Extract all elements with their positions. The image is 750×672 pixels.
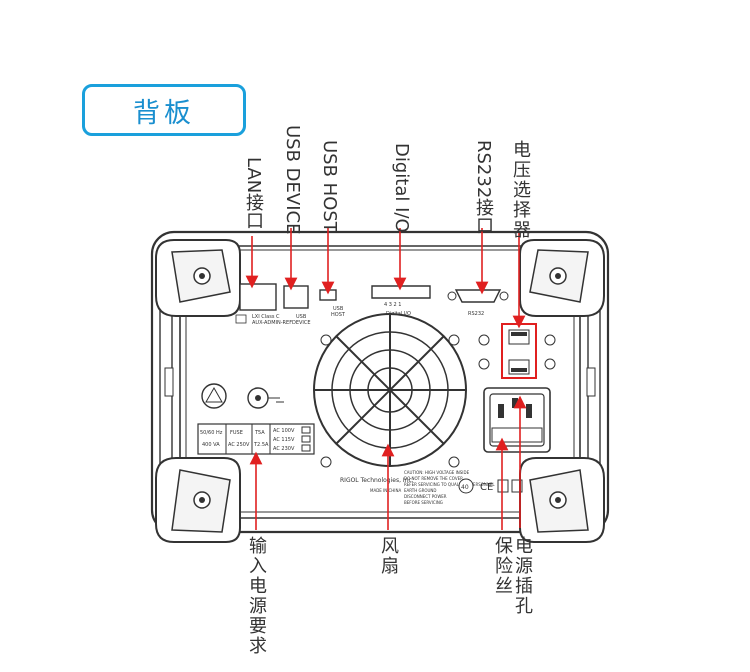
callout-input-power: 输入电源要求 <box>246 536 267 656</box>
fuse-rating-2: T2.5A <box>253 442 269 448</box>
usb-device-port <box>283 285 309 309</box>
callout-lan: LAN接口 <box>243 157 264 230</box>
usb-host-text-2: HOST <box>331 312 346 318</box>
fuse-label: FUSE <box>230 430 243 436</box>
bumper-bottom-right <box>519 457 605 543</box>
title-box: 背板 <box>82 84 246 136</box>
callout-fuse: 保险丝 <box>492 536 513 596</box>
rs232-port <box>454 289 502 303</box>
page-title: 背板 <box>133 97 195 129</box>
usb-host-port <box>319 289 337 301</box>
callout-power-socket: 电源插孔 <box>512 536 533 616</box>
ac-230: AC 230V <box>273 446 295 452</box>
input-va: 400 VA <box>202 442 220 448</box>
usb-device-text: USB <box>296 314 307 320</box>
input-label-box <box>197 423 315 455</box>
fuse-ac: AC 250V <box>228 442 250 448</box>
warning-5: DISCONNECT POWER <box>404 494 447 499</box>
fuse-holder <box>491 427 543 443</box>
fan-grille <box>313 313 467 467</box>
callout-usb-host: USB HOST <box>319 140 340 233</box>
callout-digital-io: Digital I/O <box>391 143 412 233</box>
lan-caption-1: LXI Class C <box>252 314 280 320</box>
made-in-text: MADE IN CHINA <box>370 488 401 493</box>
usb-device-text-2: DEVICE <box>292 320 311 326</box>
digital-io-port <box>371 285 431 299</box>
lan-caption-2: AUX-ADMIN-REF <box>252 320 292 326</box>
lan-port <box>239 283 277 311</box>
warning-1: CAUTION: HIGH VOLTAGE INSIDE <box>404 470 470 475</box>
ac-115: AC 115V <box>273 437 295 443</box>
rohs-mark: 40 <box>461 484 469 491</box>
warning-3: REFER SERVICING TO QUALIFIED PERSONNEL <box>404 482 495 487</box>
brand-text: RIGOL Technologies, Inc. <box>340 477 414 484</box>
callout-fan: 风扇 <box>378 536 399 576</box>
ce-mark: CE <box>480 482 493 493</box>
callout-rs232: RS232接口 <box>473 140 494 235</box>
usb-host-text: USB <box>333 306 344 312</box>
rs232-text: RS232 <box>468 311 484 317</box>
digital-pins-text: 4 3 2 1 <box>384 302 402 308</box>
bumper-top-right <box>519 239 605 317</box>
bumper-top-left <box>155 239 241 317</box>
warning-6: BEFORE SERVICING <box>404 500 443 505</box>
callout-usb-device: USB DEVICE <box>282 125 303 235</box>
ac-100: AC 100V <box>273 428 295 434</box>
fuse-rating: T5A <box>254 430 265 436</box>
input-hz: 50/60 Hz <box>200 430 223 436</box>
warning-4: EARTH GROUND <box>404 488 437 493</box>
bumper-bottom-left <box>155 457 241 543</box>
callout-voltage-selector: 电压选择器 <box>510 140 531 240</box>
warning-2: DO NOT REMOVE THE COVER <box>404 476 463 481</box>
